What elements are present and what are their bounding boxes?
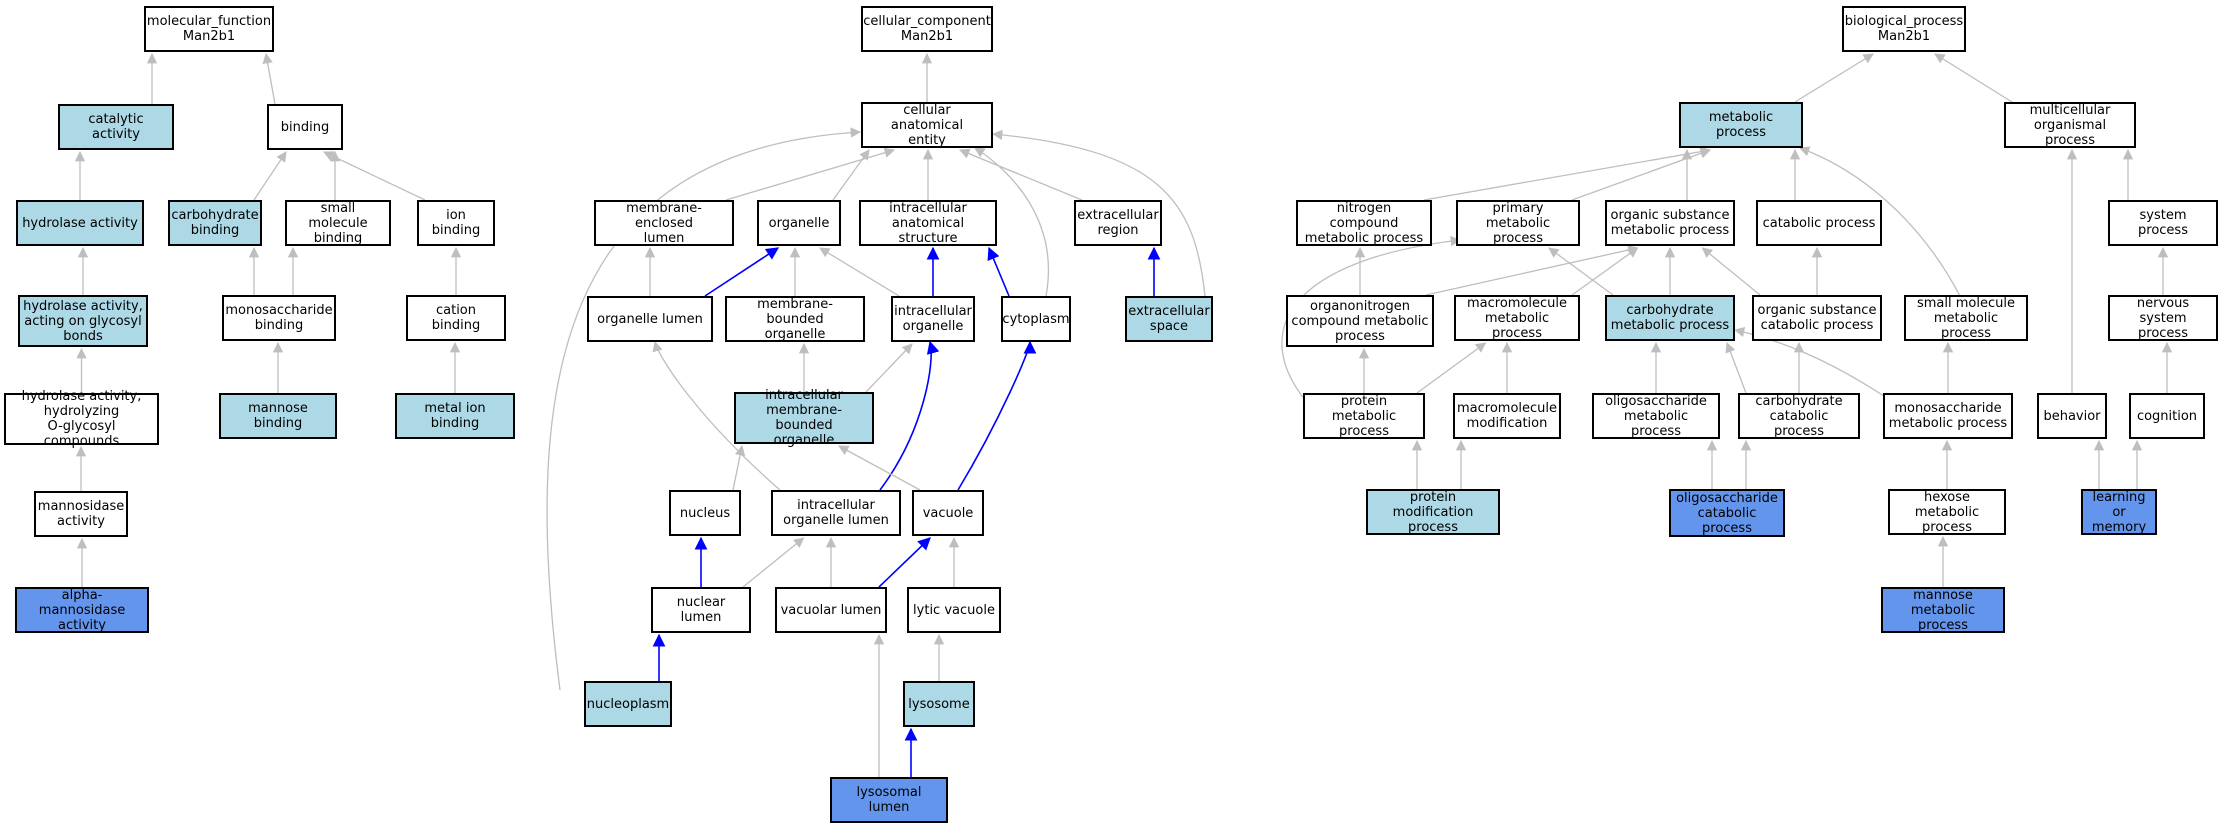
node-ion-binding: ion binding: [417, 200, 495, 246]
edge-org-sub-cat-to-org-sub-met: [1701, 247, 1761, 296]
node-organelle: organelle: [757, 200, 841, 246]
node-lys-lumen: lysosomal lumen: [830, 777, 948, 823]
edge-small-mol-met-to-metab: [1799, 146, 1961, 297]
node-mono-met: monosaccharide metabolic process: [1883, 393, 2013, 439]
edge-vacuole-to-cytoplasm: [957, 340, 1037, 491]
edge-carb-met-to-primary-met: [1548, 247, 1614, 296]
node-bp: biological_process Man2b1: [1842, 6, 1966, 52]
edge-nuclear-lumen-to-intra-org-lumen: [742, 537, 805, 588]
node-mannosidase: mannosidase activity: [34, 491, 128, 537]
edge-ion-binding-to-binding: [323, 151, 426, 201]
node-nervous: nervous system process: [2108, 295, 2218, 341]
node-binding: binding: [267, 104, 343, 150]
node-macromol-met: macromolecule metabolic process: [1454, 295, 1580, 341]
node-mono-binding: monosaccharide binding: [222, 295, 336, 341]
node-learning: learning or memory: [2081, 489, 2157, 535]
node-org-sub-met: organic substance metabolic process: [1605, 200, 1735, 246]
node-metab: metabolic process: [1679, 102, 1803, 148]
edge-vac-lumen-to-vacuole: [878, 537, 931, 588]
node-nuclear-lumen: nuclear lumen: [651, 587, 751, 633]
node-intra-anat: intracellular anatomical structure: [859, 200, 997, 246]
node-vacuole: vacuole: [912, 490, 984, 536]
node-cation-binding: cation binding: [406, 295, 506, 341]
node-mem-enc-lumen: membrane-enclosed lumen: [594, 200, 734, 246]
node-oligo-met: oligosaccharide metabolic process: [1592, 393, 1720, 439]
edge-org-lumen-to-organelle: [704, 247, 780, 297]
node-org-sub-cat: organic substance catabolic process: [1752, 295, 1882, 341]
node-extra-space: extracellular space: [1125, 296, 1213, 342]
node-small-mol-binding: small molecule binding: [285, 200, 391, 246]
node-prot-mod: protein modification process: [1366, 489, 1500, 535]
edge-nitro-cmp-to-metab: [1423, 146, 1712, 201]
edge-mono-met-to-carb-met: [1733, 326, 1891, 401]
edge-protein-met-to-macromol-met: [1416, 342, 1487, 394]
edge-organonitro-to-org-sub-met: [1425, 244, 1639, 296]
node-behavior: behavior: [2037, 393, 2107, 439]
node-catalytic: catalytic activity: [58, 104, 174, 150]
edge-metab-to-bp: [1794, 53, 1874, 103]
edge-macromol-met-to-org-sub-met: [1571, 247, 1639, 296]
node-system-proc: system process: [2108, 200, 2218, 246]
node-nucleoplasm: nucleoplasm: [584, 681, 672, 727]
node-nitro-cmp: nitrogen compound metabolic process: [1296, 200, 1432, 246]
node-intra-org-lumen: intracellular organelle lumen: [771, 490, 901, 536]
edge-intra-mem-org-to-intra-org: [865, 343, 913, 393]
edge-cytoplasm-to-intra-anat: [987, 246, 1010, 297]
node-protein-met: protein metabolic process: [1303, 393, 1425, 439]
node-nucleus: nucleus: [669, 490, 741, 536]
node-lysosome: lysosome: [903, 681, 975, 727]
node-metal-ion: metal ion binding: [395, 393, 515, 439]
edge-multi-org-to-bp: [1934, 53, 2013, 103]
node-catabolic: catabolic process: [1756, 200, 1882, 246]
node-primary-met: primary metabolic process: [1456, 200, 1580, 246]
node-hydrolase-o: hydrolase activity, hydrolyzing O-glycos…: [4, 389, 159, 449]
edge-carb-cat-to-carb-met: [1725, 342, 1747, 394]
node-extra-region: extracellular region: [1074, 200, 1162, 246]
edge-intra-org-lumen-to-intra-org: [879, 340, 940, 491]
node-carb-binding: carbohydrate binding: [168, 200, 262, 246]
edge-organelle-to-cae: [832, 149, 870, 201]
node-intra-org: intracellular organelle: [891, 296, 975, 342]
node-mf: molecular_function Man2b1: [144, 6, 274, 52]
node-carb-cat: carbohydrate catabolic process: [1738, 393, 1860, 439]
edge-nucleus-to-intra-mem-org: [732, 444, 746, 491]
node-cae: cellular anatomical entity: [861, 102, 993, 148]
node-intra-mem-org: intracellular membrane-bounded organelle: [734, 388, 874, 448]
node-hexose-met: hexose metabolic process: [1888, 489, 2006, 535]
node-mannose-binding: mannose binding: [219, 393, 337, 439]
node-org-lumen: organelle lumen: [587, 296, 713, 342]
node-hydrolase-glyco: hydrolase activity, acting on glycosyl b…: [18, 295, 148, 347]
node-mem-bound-org: membrane-bounded organelle: [725, 296, 865, 342]
node-vac-lumen: vacuolar lumen: [775, 587, 887, 633]
node-lytic-vac: lytic vacuole: [907, 587, 1001, 633]
node-cognition: cognition: [2129, 393, 2205, 439]
edge-intra-org-to-organelle: [819, 247, 900, 297]
node-mannose-met: mannose metabolic process: [1881, 587, 2005, 633]
node-organonitro: organonitrogen compound metabolic proces…: [1286, 295, 1434, 347]
edge-nucleoplasm-to-cae: [546, 127, 862, 691]
node-cytoplasm: cytoplasm: [1001, 296, 1071, 342]
node-carb-met: carbohydrate metabolic process: [1605, 295, 1735, 341]
node-small-mol-met: small molecule metabolic process: [1904, 295, 2028, 341]
node-multi-org: multicellular organismal process: [2004, 102, 2136, 148]
node-alpha-mann: alpha-mannosidase activity: [15, 587, 149, 633]
node-cc: cellular_component Man2b1: [861, 6, 993, 52]
edge-extra-region-to-cae: [959, 148, 1083, 201]
edge-carb-binding-to-binding: [253, 151, 287, 201]
edge-intra-org-lumen-to-org-lumen: [652, 340, 781, 491]
edge-cytoplasm-to-cae: [974, 147, 1049, 297]
edge-binding-to-mf: [262, 52, 276, 105]
node-macromol-mod: macromolecule modification: [1453, 393, 1561, 439]
node-oligo-cat: oligosaccharide catabolic process: [1669, 489, 1785, 537]
edge-extra-space-to-cae: [991, 129, 1206, 297]
node-hydrolase: hydrolase activity: [16, 200, 144, 246]
edge-vacuole-to-intra-mem-org: [838, 445, 921, 491]
